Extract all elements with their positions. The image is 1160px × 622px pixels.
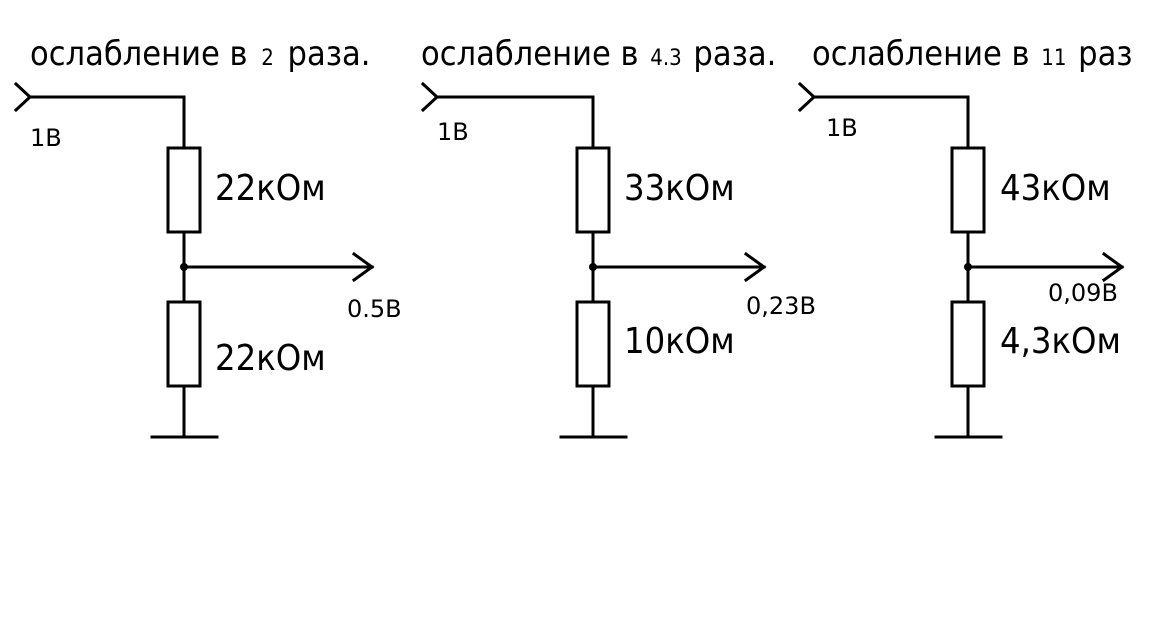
title-factor: 11 (1041, 46, 1066, 71)
output-voltage-label: 0,09В (1048, 279, 1118, 307)
title-suffix: раза. (288, 34, 371, 74)
input-terminal (13, 81, 33, 113)
circuit-title: ослабление в 11 раз (812, 34, 1133, 74)
divider-circuit-3: ослабление в 11 раз 1В 43кОм 0,09В 4,3кО… (797, 34, 1133, 439)
title-prefix: ослабление в (812, 34, 1030, 74)
resistor-bottom (166, 300, 202, 388)
input-terminal (420, 81, 440, 113)
title-prefix: ослабление в (30, 34, 248, 74)
input-wire (435, 95, 595, 150)
resistor-top-label: 43кОм (1000, 168, 1111, 209)
divider-circuit-2: ослабление в 4.3 раза. 1В 33кОм 0,23В 10… (420, 34, 816, 439)
resistor-bottom-label: 10кОм (624, 321, 735, 362)
divider-circuit-1: ослабление в 2 раза. 1В 22кОм 0.5В 22кОм (13, 34, 402, 439)
output-arrow-icon (351, 251, 375, 283)
circuit-title: ослабление в 2 раза. (30, 34, 370, 74)
resistor-bottom-label: 22кОм (215, 338, 326, 379)
resistor-top (575, 146, 611, 234)
output-voltage-label: 0,23В (746, 292, 816, 320)
output-arrow-icon (743, 251, 767, 283)
circuit-title: ослабление в 4.3 раза. (421, 34, 776, 74)
input-terminal (797, 81, 817, 113)
resistor-bottom (950, 300, 986, 388)
resistor-top-label: 33кОм (624, 168, 735, 209)
title-prefix: ослабление в (421, 34, 639, 74)
title-factor: 2 (261, 46, 274, 71)
output-arrow-icon (1101, 251, 1125, 283)
resistor-top (166, 146, 202, 234)
input-voltage-label: 1В (826, 114, 858, 142)
output-voltage-label: 0.5В (347, 295, 402, 323)
input-voltage-label: 1В (30, 124, 62, 152)
resistor-bottom-label: 4,3кОм (1000, 321, 1121, 362)
title-factor: 4.3 (650, 46, 681, 71)
input-wire (812, 95, 970, 150)
title-suffix: раза. (693, 34, 776, 74)
resistor-top-label: 22кОм (215, 168, 326, 209)
title-suffix: раз (1078, 34, 1132, 74)
resistor-bottom (575, 300, 611, 388)
input-wire (28, 95, 186, 150)
input-voltage-label: 1В (437, 118, 469, 146)
resistor-top (950, 146, 986, 234)
